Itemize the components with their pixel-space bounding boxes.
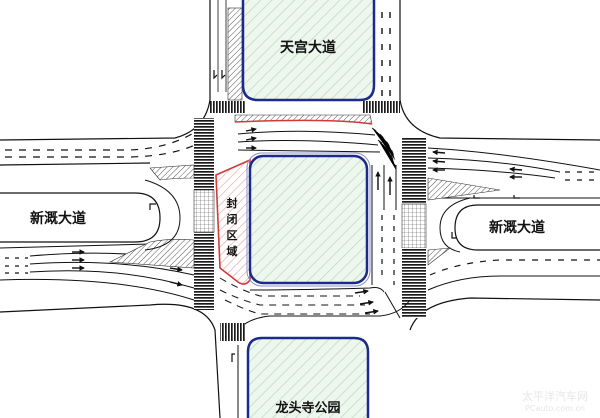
closed-zone-char-4: 域 [227,244,238,258]
crosswalk-north-right [362,101,400,113]
closed-zone: 封 闭 区 域 [215,158,251,285]
south-road [231,345,239,418]
crosswalk-east-bottom [402,248,426,318]
central-island [246,152,371,287]
west-median: 新溉大道 [0,179,181,251]
crosswalk-south [220,323,245,341]
watermark-line2: PCauto.com.cn [525,404,585,413]
east-median: 新溉大道 [439,195,600,253]
north-island: 天宫大道 [241,0,376,102]
north-road-label: 天宫大道 [280,39,336,56]
crosswalk-west-bottom [194,232,214,310]
east-road-label: 新溉大道 [489,219,545,236]
east-refuge-grid [401,203,427,249]
east-road [427,147,600,291]
west-road-label: 新溉大道 [30,210,86,227]
central-east-lanes [371,165,397,285]
watermark-line1: 太平洋汽车网 [522,389,588,403]
south-inner-lanes [219,277,411,329]
crosswalk-west-top [194,118,214,190]
crosswalk-east-top [402,138,426,204]
watermark: 太平洋汽车网 PCauto.com.cn [522,389,588,413]
closed-zone-char-3: 区 [227,229,238,242]
north-inner-band [234,114,397,171]
south-area-label: 龙头寺公园 [275,400,340,416]
crosswalk-north-left [210,101,245,113]
south-island: 龙头寺公园 [246,336,370,418]
west-refuge-grid [193,189,215,233]
closed-zone-char-1: 封 [227,196,238,210]
closed-zone-char-2: 闭 [227,212,238,226]
west-road [0,131,196,301]
